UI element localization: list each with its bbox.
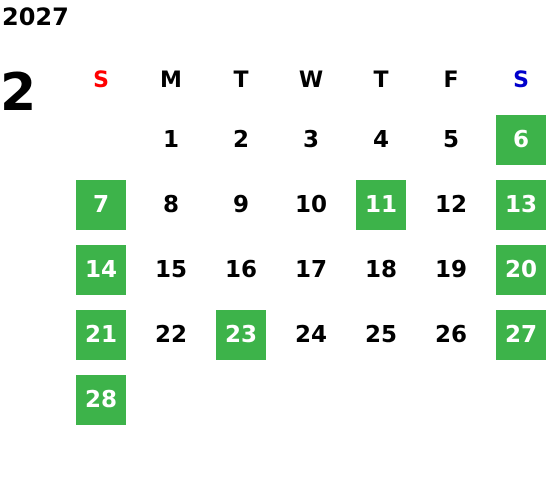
day-cell: 10 — [276, 172, 346, 237]
day-number: 24 — [294, 321, 327, 348]
empty-day-cell — [486, 367, 548, 432]
weekday-header: S M T W T F S — [66, 55, 548, 107]
highlighted-day: 13 — [496, 179, 546, 230]
day-cell: 18 — [346, 237, 416, 302]
calendar-month: 2 — [0, 63, 37, 123]
day-cell: 4 — [346, 107, 416, 172]
day-number: 16 — [224, 256, 257, 283]
week-row: 21 22 23 24 25 26 27 — [66, 302, 548, 367]
highlighted-day: 23 — [216, 309, 266, 360]
day-cell: 14 — [66, 237, 136, 302]
empty-day-cell — [346, 367, 416, 432]
day-number: 15 — [154, 256, 187, 283]
day-number: 10 — [294, 191, 327, 218]
day-cell: 1 — [136, 107, 206, 172]
day-cell: 11 — [346, 172, 416, 237]
day-cell: 22 — [136, 302, 206, 367]
empty-day-cell — [206, 367, 276, 432]
day-cell: 8 — [136, 172, 206, 237]
weekday-tuesday: T — [233, 68, 249, 93]
highlighted-day: 11 — [356, 179, 406, 230]
empty-day-cell — [276, 367, 346, 432]
day-cell: 13 — [486, 172, 548, 237]
day-number: 26 — [434, 321, 467, 348]
day-cell: 17 — [276, 237, 346, 302]
day-number: 22 — [154, 321, 187, 348]
highlighted-day: 28 — [76, 374, 126, 425]
weekday-friday: F — [443, 68, 459, 93]
day-cell: 16 — [206, 237, 276, 302]
week-row: 1 2 3 4 5 6 — [66, 107, 548, 172]
calendar-year: 2027 — [2, 3, 69, 31]
highlighted-day: 27 — [496, 309, 546, 360]
weekday-monday: M — [160, 68, 182, 93]
weekday-sunday: S — [93, 68, 109, 93]
empty-day-cell — [66, 107, 136, 172]
day-number: 18 — [364, 256, 397, 283]
day-number: 12 — [434, 191, 467, 218]
day-cell: 7 — [66, 172, 136, 237]
weekday-thursday: T — [373, 68, 389, 93]
day-number: 5 — [442, 126, 459, 153]
week-row: 14 15 16 17 18 19 20 — [66, 237, 548, 302]
day-number: 2 — [232, 126, 249, 153]
day-cell: 6 — [486, 107, 548, 172]
day-number: 4 — [372, 126, 389, 153]
empty-day-cell — [136, 367, 206, 432]
day-number: 9 — [232, 191, 249, 218]
day-number: 17 — [294, 256, 327, 283]
day-cell: 27 — [486, 302, 548, 367]
day-cell: 20 — [486, 237, 548, 302]
day-cell: 25 — [346, 302, 416, 367]
day-cell: 23 — [206, 302, 276, 367]
highlighted-day: 7 — [76, 179, 126, 230]
day-cell: 9 — [206, 172, 276, 237]
weekday-wednesday: W — [298, 68, 324, 93]
highlighted-day: 20 — [496, 244, 546, 295]
day-cell: 19 — [416, 237, 486, 302]
highlighted-day: 21 — [76, 309, 126, 360]
day-cell: 21 — [66, 302, 136, 367]
day-number: 25 — [364, 321, 397, 348]
day-number: 1 — [162, 126, 179, 153]
day-number: 8 — [162, 191, 179, 218]
day-cell: 12 — [416, 172, 486, 237]
week-row: 28 — [66, 367, 548, 432]
day-cell: 28 — [66, 367, 136, 432]
day-number: 3 — [302, 126, 319, 153]
day-cell: 15 — [136, 237, 206, 302]
highlighted-day: 6 — [496, 114, 546, 165]
highlighted-day: 14 — [76, 244, 126, 295]
empty-day-cell — [416, 367, 486, 432]
day-cell: 24 — [276, 302, 346, 367]
day-cell: 2 — [206, 107, 276, 172]
day-cell: 5 — [416, 107, 486, 172]
week-row: 7 8 9 10 11 12 13 — [66, 172, 548, 237]
day-number: 19 — [434, 256, 467, 283]
day-cell: 3 — [276, 107, 346, 172]
weekday-saturday: S — [513, 68, 529, 93]
day-cell: 26 — [416, 302, 486, 367]
